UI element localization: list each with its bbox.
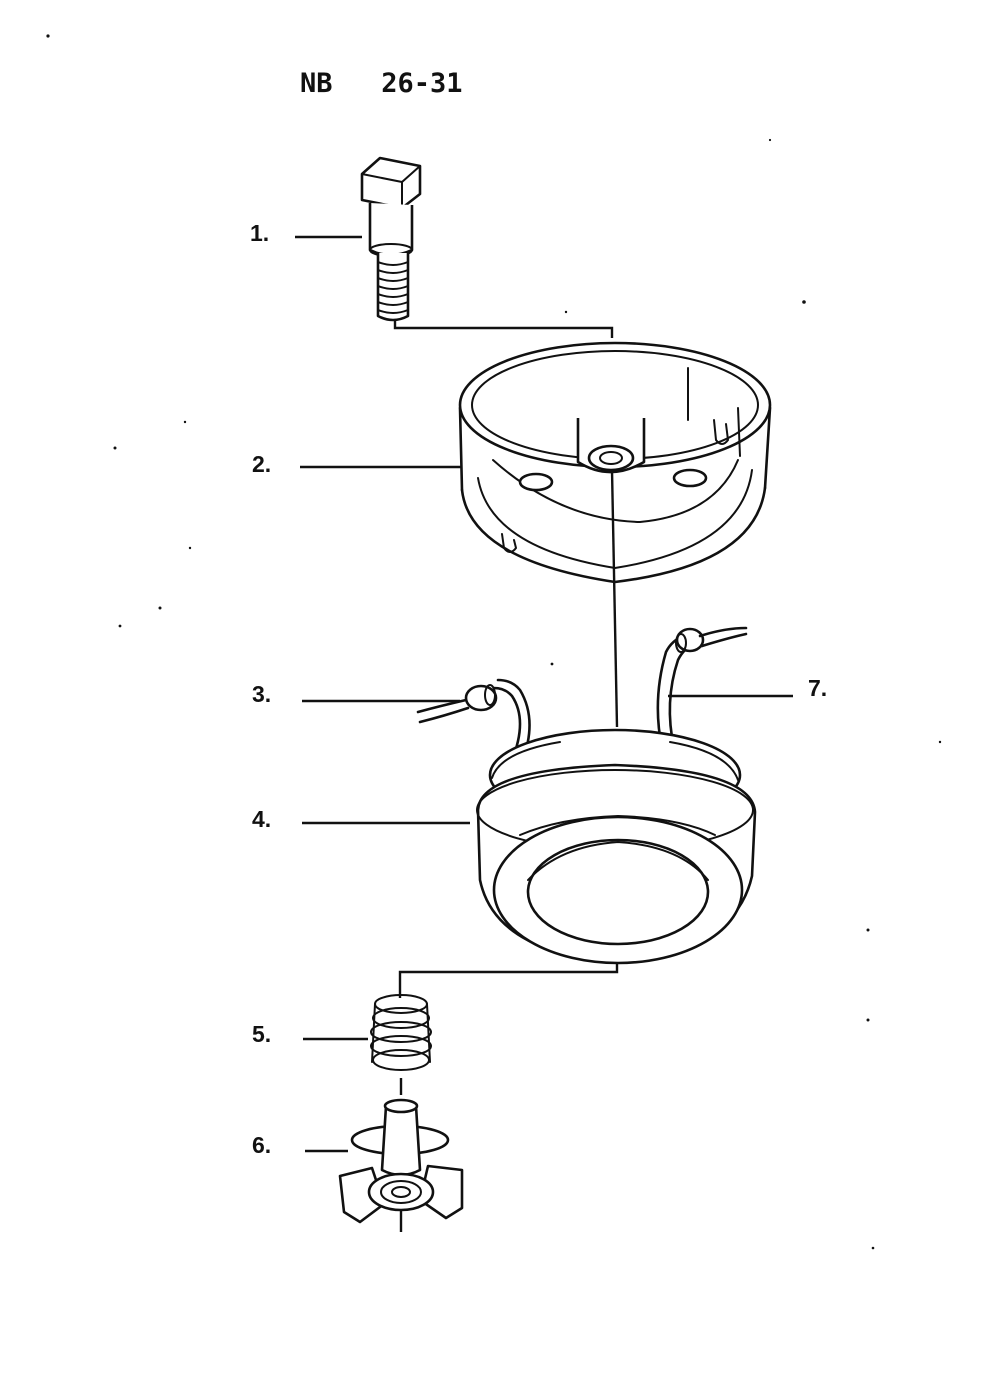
label-part-6: 6.	[252, 1132, 271, 1158]
label-part-2: 2.	[252, 451, 271, 477]
label-part-4: 4.	[252, 806, 271, 832]
part-1-bolt	[360, 156, 422, 322]
part-2-cup-housing	[458, 341, 772, 584]
label-part-3: 3.	[252, 681, 271, 707]
part-6-retaining-clip	[338, 1098, 464, 1224]
header-code: NB 26-31	[300, 68, 463, 99]
part-4-coil-ring	[476, 728, 757, 965]
part-7-wire-grommet	[656, 626, 748, 750]
label-part-1: 1.	[250, 220, 269, 246]
label-part-7: 7.	[808, 675, 827, 701]
label-part-5: 5.	[252, 1021, 271, 1047]
leader-lines	[295, 235, 793, 1153]
part-3-wire-grommet	[416, 678, 531, 764]
part-5-spring	[370, 994, 432, 1071]
scan-specks	[46, 34, 942, 1250]
